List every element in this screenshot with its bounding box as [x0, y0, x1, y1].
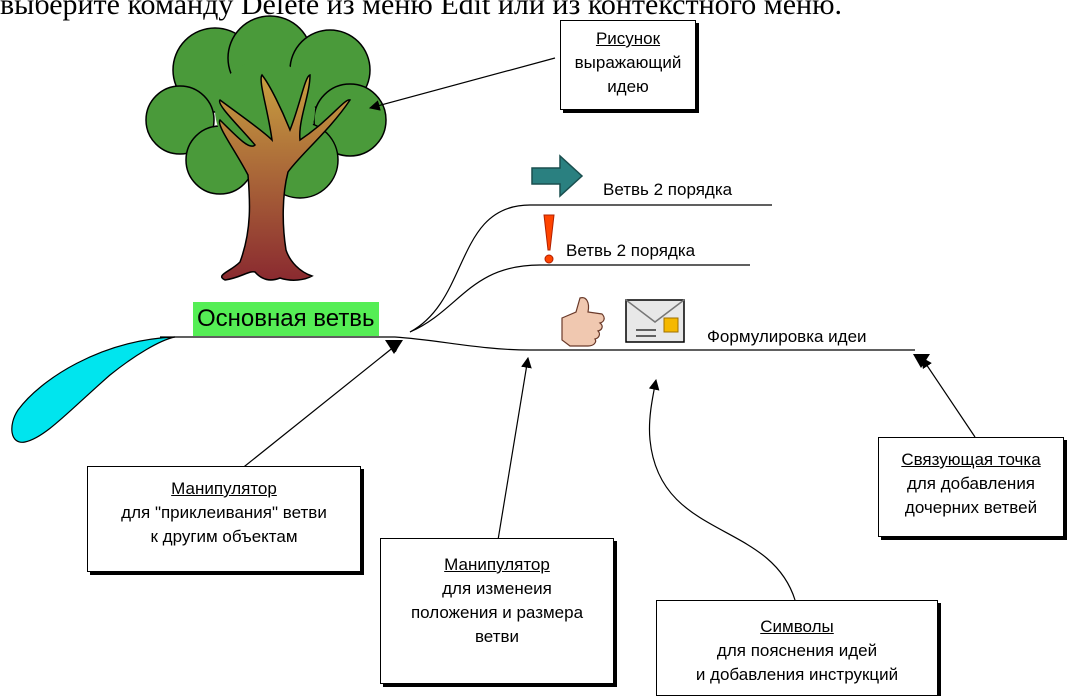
header-text: выберите команду Delete из меню Edit или… — [0, 0, 842, 21]
tree-picture — [145, 15, 387, 281]
branch-label-second-order-1: Ветвь 2 порядка — [603, 180, 733, 199]
callout-symbols-title: Символы — [760, 617, 834, 636]
callout-resize-handle-title: Манипулятор — [444, 555, 550, 574]
callout-symbols: Символы для пояснения идей и добавления … — [656, 600, 938, 696]
arrow-to-picture — [368, 57, 556, 111]
connection-point-marker — [913, 354, 930, 368]
main-branch-teardrop — [11, 336, 176, 443]
glue-handle-marker — [385, 340, 403, 354]
callout-connection-point: Связующая точка для добавления дочерних … — [878, 437, 1064, 537]
callout-glue-handle-title: Манипулятор — [171, 479, 277, 498]
branch-label-second-order-2: Ветвь 2 порядка — [566, 241, 696, 260]
branch-label-idea: Формулировка идеи — [707, 327, 867, 346]
callout-picture-line-1: выражающий — [574, 53, 682, 72]
callout-connection-point-line-2: дочерних ветвей — [904, 498, 1038, 517]
main-branch-label: Основная ветвь — [193, 302, 379, 336]
callout-resize-handle-line-3: ветви — [474, 627, 520, 646]
callout-picture: Рисунок выражающий идею — [560, 20, 696, 110]
main-branch-connector — [394, 336, 531, 351]
second-order-branch-1 — [409, 204, 772, 333]
tree-trunk — [218, 73, 352, 281]
callout-glue-handle-line-2: к другим объектам — [150, 527, 298, 546]
exclamation-icon — [543, 214, 555, 264]
arrow-to-resize-handle — [497, 356, 532, 541]
callout-symbols-line-1: для пояснения идей — [716, 641, 878, 660]
callout-connection-point-title: Связующая точка — [901, 450, 1041, 469]
arrow-to-symbols — [648, 378, 796, 601]
callout-arrows — [239, 57, 976, 601]
thumbs-up-icon — [558, 296, 605, 347]
callout-resize-handle: Манипулятор для изменеия положения и раз… — [380, 538, 614, 684]
branch-lines — [160, 204, 915, 351]
arrow-to-connection-point — [921, 357, 976, 438]
callout-resize-handle-line-2: положения и размера — [410, 603, 584, 622]
callout-resize-handle-line-1: для изменеия — [442, 579, 552, 598]
callout-glue-handle-line-1: для "приклеивания" ветви — [121, 503, 327, 522]
callout-connection-point-line-1: для добавления — [906, 474, 1036, 493]
callout-picture-title: Рисунок — [595, 29, 661, 48]
second-order-branch-2 — [409, 264, 750, 333]
callout-picture-line-2: идею — [607, 77, 649, 96]
envelope-icon — [625, 299, 685, 343]
callout-glue-handle: Манипулятор для "приклеивания" ветви к д… — [87, 466, 361, 572]
arrow-right-icon — [531, 154, 584, 198]
callout-symbols-line-2: и добавления инструкций — [695, 665, 899, 684]
arrow-to-glue-handle — [239, 341, 401, 471]
